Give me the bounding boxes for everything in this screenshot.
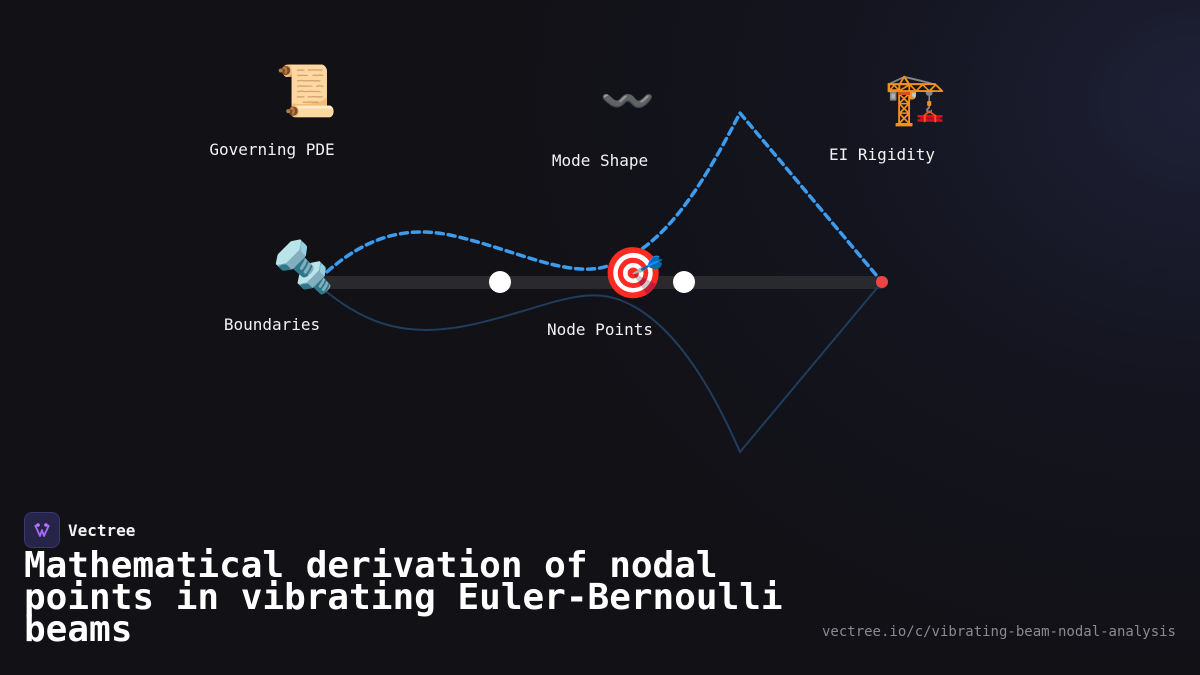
brand: Vectree bbox=[24, 512, 135, 548]
node-points-label: Node Points bbox=[547, 320, 653, 339]
vectree-logo-icon bbox=[24, 512, 60, 548]
free-end-point bbox=[876, 276, 888, 288]
target-icon: 🎯 bbox=[602, 244, 665, 302]
source-url: vectree.io/c/vibrating-beam-nodal-analys… bbox=[821, 624, 1176, 640]
mode-shape-mirror-curve bbox=[317, 281, 883, 454]
page-title: Mathematical derivation of nodal points … bbox=[24, 545, 783, 650]
scroll-icon: 📜 bbox=[275, 62, 338, 120]
boundaries-label: Boundaries bbox=[223, 315, 321, 334]
wave-icon: 〰️ bbox=[600, 76, 655, 127]
beam-bar bbox=[318, 276, 884, 289]
ei-rigidity-label: EI Rigidity bbox=[829, 145, 935, 164]
nodal-point-1 bbox=[489, 271, 511, 293]
crane-icon: 🏗️ bbox=[884, 70, 947, 128]
brand-name: Vectree bbox=[68, 520, 136, 540]
nut-and-bolt-icon: 🔩 bbox=[272, 238, 335, 296]
nodal-point-2 bbox=[673, 271, 695, 293]
governing-pde-label: Governing PDE bbox=[209, 140, 335, 159]
mode-shape-curve bbox=[316, 109, 884, 284]
mode-shape-label: Mode Shape bbox=[551, 151, 649, 170]
